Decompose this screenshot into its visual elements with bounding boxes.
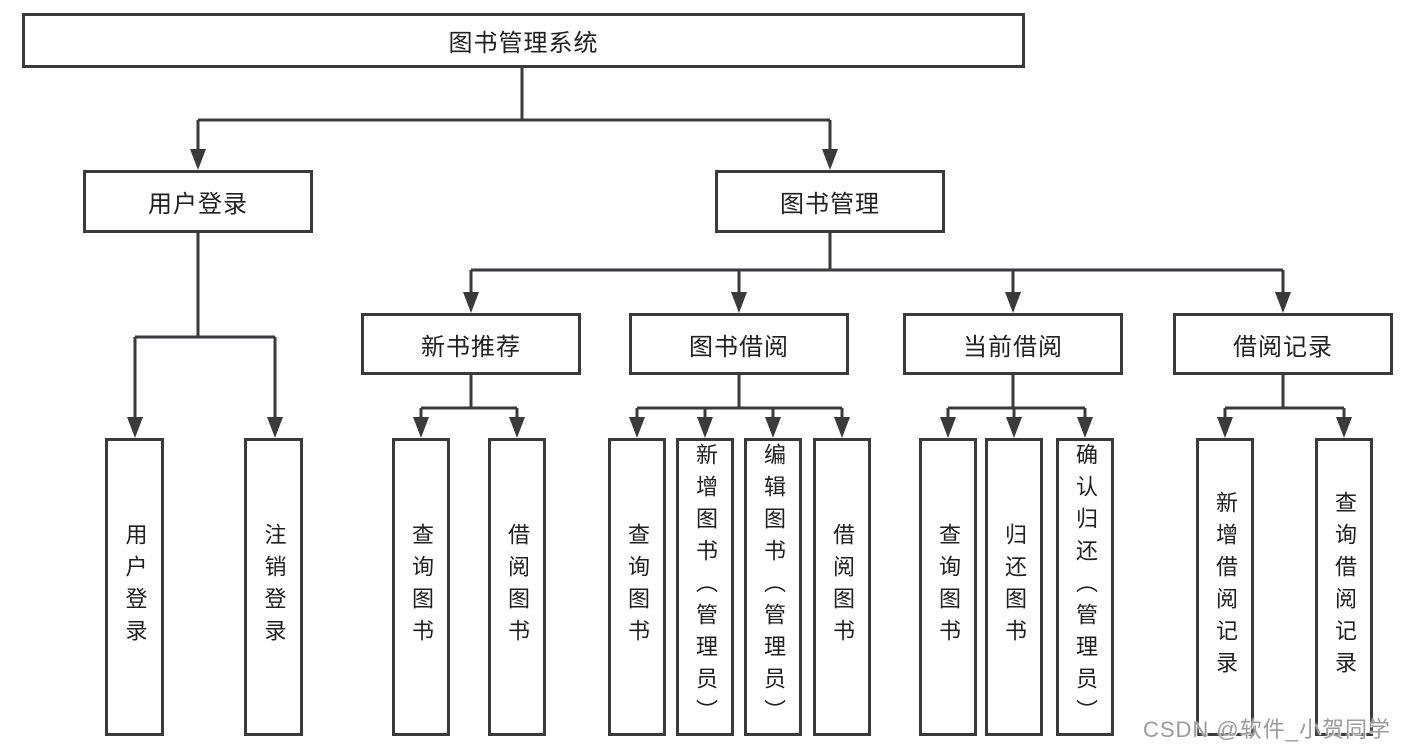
connector-new-book-recommend-to-leaves (419, 375, 519, 420)
arrowhead (1217, 417, 1233, 438)
leaf-br-add-record-label: 新增借阅记录 (1213, 491, 1238, 683)
leaf-br-add-record: 新增借阅记录 (1196, 438, 1254, 736)
leaf-cb-query-books: 查询图书 (919, 438, 977, 736)
leaf-cb-return-books: 归还图书 (985, 438, 1043, 736)
arrowhead (940, 417, 956, 438)
leaf-nb-query-books: 查询图书 (392, 438, 450, 736)
leaf-user-login: 用户登录 (105, 438, 164, 736)
arrowhead (127, 417, 143, 438)
node-book-management: 图书管理 (715, 170, 945, 233)
arrowhead (463, 292, 479, 313)
arrowhead (765, 417, 781, 438)
leaf-nb-borrow-books-label: 借阅图书 (505, 523, 530, 651)
arrowhead (1006, 417, 1022, 438)
connector-root-to-level2 (196, 68, 832, 152)
arrowhead (822, 149, 838, 170)
leaf-bb-edit-books-admin: 编辑图书（管理员） (744, 438, 802, 736)
arrowhead (267, 417, 283, 438)
connector-book-management-to-level3 (469, 233, 1285, 295)
arrowhead (190, 149, 206, 170)
connector-borrow-records-to-leaves (1223, 375, 1346, 420)
arrowhead (1005, 292, 1021, 313)
node-borrow-records: 借阅记录 (1173, 313, 1393, 375)
node-new-book-recommend: 新书推荐 (361, 313, 581, 375)
connector-current-borrow-to-leaves (946, 375, 1087, 420)
node-book-borrow: 图书借阅 (629, 313, 849, 375)
node-current-borrow: 当前借阅 (903, 313, 1123, 375)
leaf-logout: 注销登录 (244, 438, 303, 736)
connector-user-login-to-leaves (133, 233, 277, 420)
leaf-user-login-label: 用户登录 (122, 523, 148, 651)
leaf-cb-return-books-label: 归还图书 (1002, 523, 1027, 651)
arrowhead (834, 417, 850, 438)
node-user-login: 用户登录 (83, 170, 313, 233)
arrowhead (509, 417, 525, 438)
leaf-cb-confirm-return-admin: 确认归还（管理员） (1056, 438, 1114, 736)
node-root-label: 图书管理系统 (448, 30, 599, 57)
arrowhead (413, 417, 429, 438)
node-borrow-records-label: 借阅记录 (1233, 333, 1333, 361)
arrowhead (629, 417, 645, 438)
node-user-login-label: 用户登录 (148, 191, 248, 218)
node-current-borrow-label: 当前借阅 (963, 333, 1063, 361)
connector-book-borrow-to-leaves (635, 375, 844, 420)
arrowhead (1275, 292, 1291, 313)
node-book-borrow-label: 图书借阅 (689, 333, 789, 361)
arrowhead (731, 292, 747, 313)
arrowhead (1336, 417, 1352, 438)
leaf-nb-borrow-books: 借阅图书 (488, 438, 546, 736)
arrowhead (1077, 417, 1093, 438)
leaf-br-query-record-label: 查询借阅记录 (1332, 491, 1357, 683)
leaf-bb-borrow-books: 借阅图书 (813, 438, 871, 736)
leaf-bb-borrow-books-label: 借阅图书 (830, 523, 855, 651)
leaf-cb-confirm-return-admin-label: 确认归还（管理员） (1073, 443, 1098, 731)
leaf-br-query-record: 查询借阅记录 (1315, 438, 1373, 736)
leaf-bb-query-books: 查询图书 (608, 438, 666, 736)
node-root: 图书管理系统 (22, 13, 1025, 68)
leaf-bb-query-books-label: 查询图书 (625, 523, 650, 651)
node-new-book-recommend-label: 新书推荐 (421, 333, 521, 361)
leaf-nb-query-books-label: 查询图书 (409, 523, 434, 651)
node-book-management-label: 图书管理 (780, 191, 880, 218)
leaf-cb-query-books-label: 查询图书 (936, 523, 961, 651)
leaf-bb-add-books-admin: 新增图书（管理员） (676, 438, 734, 736)
csdn-watermark: CSDN @软件_小贺同学 (1142, 717, 1391, 742)
leaf-bb-add-books-admin-label: 新增图书（管理员） (693, 443, 718, 731)
arrowhead (697, 417, 713, 438)
leaf-bb-edit-books-admin-label: 编辑图书（管理员） (761, 443, 786, 731)
leaf-logout-label: 注销登录 (261, 523, 287, 651)
